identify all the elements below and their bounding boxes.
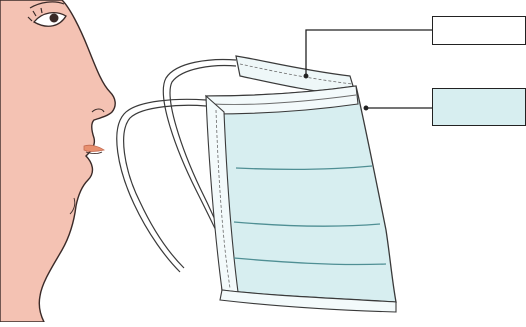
pleat-line-1 bbox=[235, 165, 373, 170]
mask-left-stitch bbox=[215, 109, 231, 289]
leader-dot-bottom bbox=[363, 105, 369, 111]
brow bbox=[29, 1, 65, 9]
ear-loops bbox=[116, 58, 237, 273]
leader-dot-top bbox=[303, 73, 309, 79]
face-skin bbox=[0, 0, 116, 323]
mask-body bbox=[205, 85, 397, 313]
chin-line bbox=[69, 197, 76, 215]
eyelashes bbox=[27, 7, 43, 22]
mask-bottom-band bbox=[219, 289, 397, 313]
ear-loop-back bbox=[162, 58, 237, 263]
ear-loop-front-inner bbox=[123, 104, 207, 269]
nose-wire bbox=[211, 94, 357, 105]
mask-top-band bbox=[205, 85, 359, 115]
face-profile bbox=[0, 0, 116, 323]
upper-lip bbox=[83, 144, 105, 152]
leader-line-top bbox=[305, 29, 432, 76]
nostril bbox=[91, 108, 105, 113]
label-box-bottom bbox=[432, 88, 526, 126]
label-box-top bbox=[432, 16, 526, 45]
eye-iris bbox=[49, 13, 59, 23]
pleat-line-3 bbox=[233, 257, 387, 266]
leader-lines bbox=[303, 29, 432, 111]
ear-loop-front bbox=[116, 98, 207, 273]
mouth-line bbox=[85, 151, 103, 154]
pleat-line-2 bbox=[233, 221, 381, 227]
